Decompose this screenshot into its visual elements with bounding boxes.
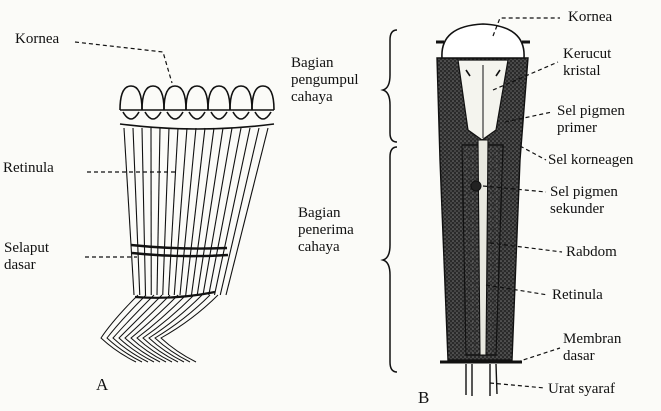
- cornea-lens-row: [120, 86, 274, 129]
- nerve-fibers-b: [466, 364, 497, 396]
- bracket-label-pengumpul: Bagian pengumpul cahaya: [291, 55, 359, 106]
- label-b-sel-pigmen-primer: Sel pigmen primer: [557, 103, 625, 137]
- label-a-selaput-dasar: Selaput dasar: [4, 240, 49, 274]
- label-a-retinula: Retinula: [3, 160, 54, 177]
- nerve-bundle-a: [101, 295, 218, 362]
- bracket-label-penerima: Bagian penerima cahaya: [298, 205, 354, 256]
- ommatidium-b: [436, 24, 530, 396]
- label-b-urat-syaraf: Urat syaraf: [548, 381, 615, 398]
- brackets-b: [383, 30, 397, 372]
- retinula-tubes: [124, 128, 268, 295]
- label-b-membran-dasar: Membran dasar: [563, 331, 621, 365]
- leader-lines-a: [75, 42, 178, 257]
- label-b-sel-pigmen-sekunder: Sel pigmen sekunder: [550, 184, 618, 218]
- rhabdom: [478, 140, 488, 355]
- label-b-kornea: Kornea: [568, 9, 612, 26]
- label-b-retinula: Retinula: [552, 287, 603, 304]
- panel-letter-a: A: [96, 376, 108, 393]
- label-a-kornea: Kornea: [15, 31, 59, 48]
- secondary-pigment-nucleus: [471, 181, 481, 191]
- label-b-rabdom: Rabdom: [566, 244, 617, 261]
- label-b-kerucut-kristal: Kerucut kristal: [563, 46, 611, 80]
- label-b-sel-korneagen: Sel korneagen: [548, 152, 633, 169]
- basal-membrane-a: [131, 245, 228, 256]
- ommatidia-bundle-a: [101, 86, 274, 362]
- panel-letter-b: B: [418, 389, 429, 406]
- cornea-lens-b: [442, 24, 524, 58]
